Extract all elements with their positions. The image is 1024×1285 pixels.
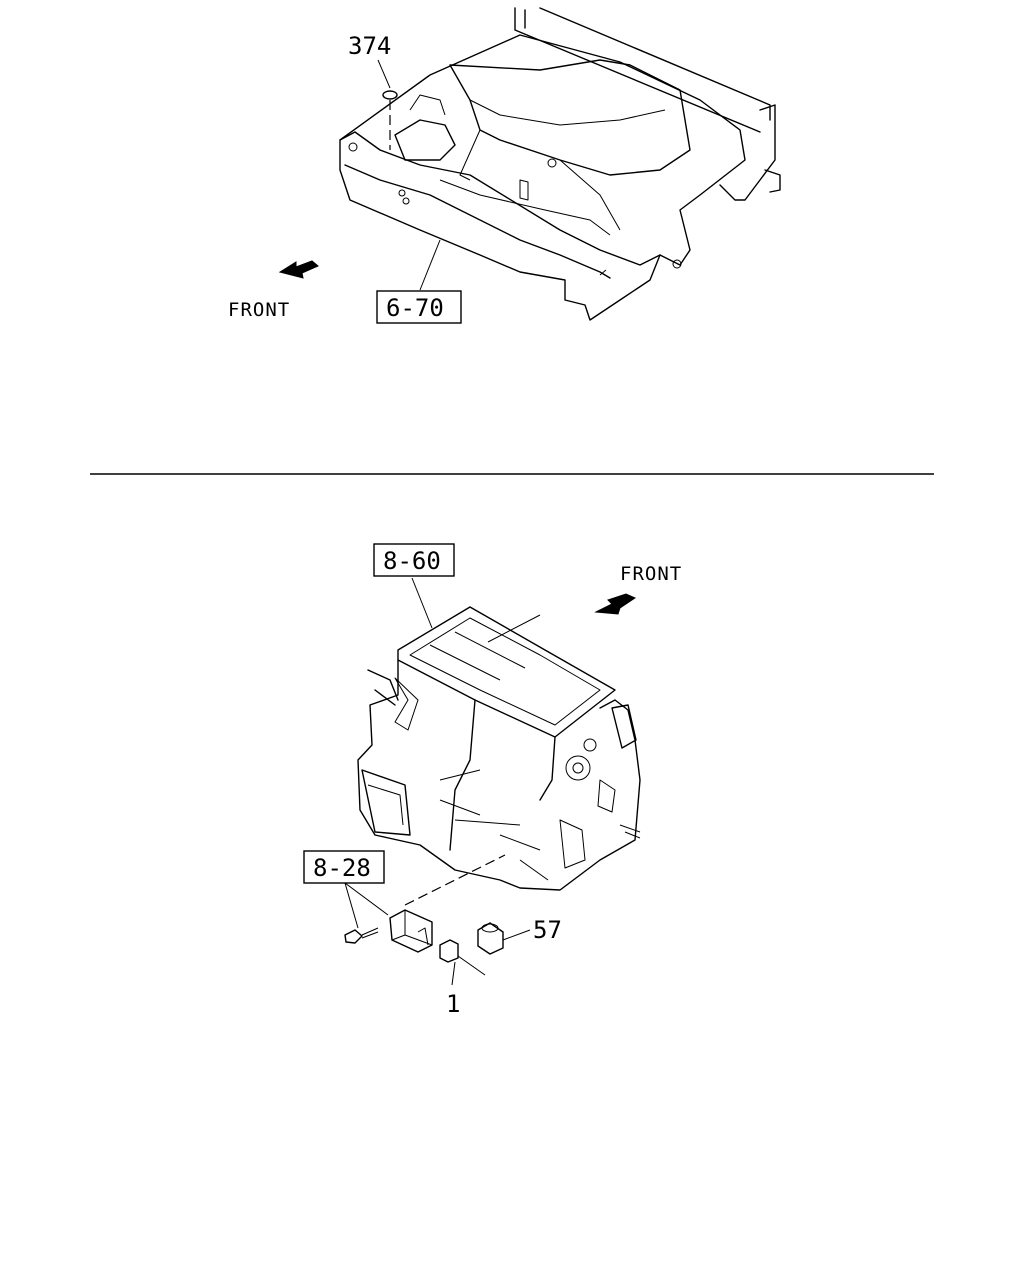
front-label-bottom: FRONT	[620, 563, 682, 585]
front-arrow-bottom: FRONT	[594, 563, 682, 615]
connector-shape	[439, 939, 459, 963]
callout-1: 1	[446, 990, 460, 1018]
callout-6-70-box: 6-70	[376, 290, 462, 324]
callout-374: 374	[348, 32, 391, 60]
front-label-top: FRONT	[228, 299, 290, 321]
callout-8-28-box: 8-28	[303, 850, 385, 884]
plug-374-shape	[382, 90, 398, 100]
callout-57: 57	[533, 916, 562, 944]
callout-6-70: 6-70	[386, 294, 444, 322]
callout-8-60-box: 8-60	[373, 543, 455, 577]
callout-8-28: 8-28	[313, 854, 371, 882]
callout-8-60: 8-60	[383, 547, 441, 575]
front-arrow-top: FRONT	[228, 260, 319, 321]
front-arrow-icon	[594, 593, 637, 615]
front-arrow-icon	[278, 260, 319, 279]
heater-unit-drawing	[344, 577, 641, 986]
grommet-shape	[477, 922, 504, 955]
floor-panel-drawing	[339, 7, 781, 321]
screw-shape	[344, 929, 363, 944]
